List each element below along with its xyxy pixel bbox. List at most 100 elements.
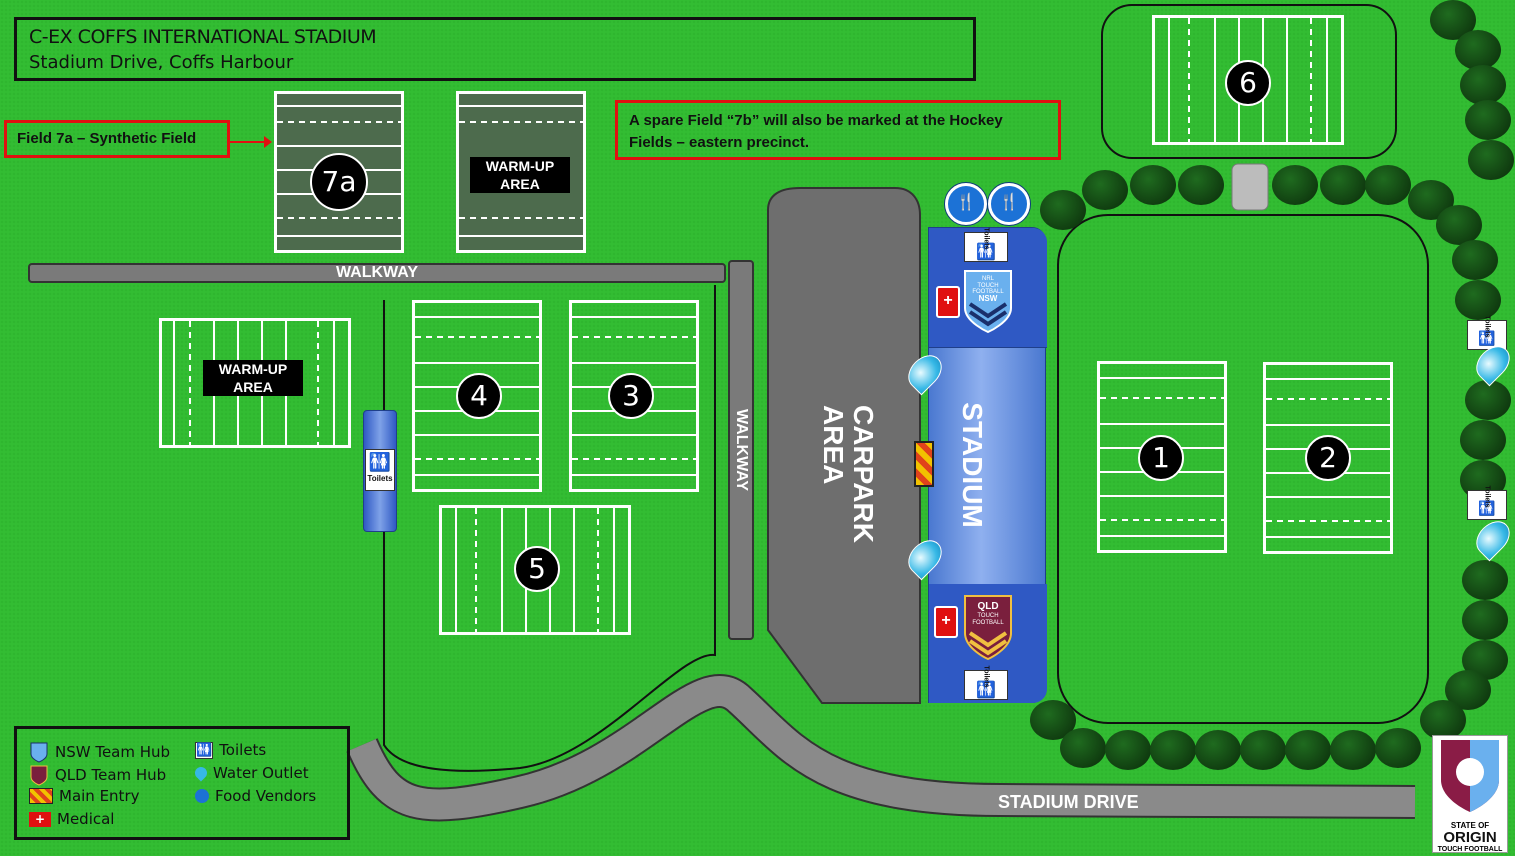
warmup-west-line1: WARM-UP: [218, 361, 288, 377]
field-2-number: 2: [1305, 435, 1351, 481]
water-drop-icon: [192, 764, 210, 782]
legend-item-food: Food Vendors: [195, 787, 316, 805]
shed: [1231, 163, 1269, 211]
field-3-number: 3: [608, 373, 654, 419]
field-6-number: 6: [1225, 60, 1271, 106]
walkway-horizontal: WALKWAY: [28, 263, 726, 283]
callout-arrow: [230, 141, 268, 143]
food-vendor-icon: [195, 789, 209, 803]
tree: [1040, 190, 1086, 230]
spare-field-callout: A spare Field “7b” will also be marked a…: [615, 100, 1061, 160]
tree: [1460, 65, 1506, 105]
callout-arrowhead: [264, 136, 272, 148]
main-entry-icon: [914, 441, 934, 487]
toilet-icon: 🚻: [1478, 500, 1496, 516]
toilet-sign-west: 🚻 Toilets: [365, 449, 395, 491]
tree: [1462, 560, 1508, 600]
legend-item-nsw: NSW Team Hub: [29, 741, 170, 763]
field-6-oval-outline: [1101, 4, 1397, 159]
page-title: C-EX COFFS INTERNATIONAL STADIUM: [29, 26, 377, 48]
nsw-shield-icon: NRL TOUCH FOOTBALL NSW: [964, 270, 1012, 334]
toilet-sign-stadium-south: Toilets 🚻: [964, 665, 1008, 700]
field-5-number: 5: [514, 546, 560, 592]
field-4-number: 4: [456, 373, 502, 419]
stadium-label: STADIUM: [957, 402, 988, 528]
warmup-north-line2: AREA: [500, 176, 540, 192]
state-of-origin-logo: STATE OF ORIGIN TOUCH FOOTBALL: [1432, 735, 1508, 853]
toilet-icon: 🚻: [1478, 330, 1496, 346]
tree: [1452, 240, 1498, 280]
carpark-label-line2: AREA: [818, 405, 849, 485]
precinct-outline: [383, 285, 716, 772]
toilet-icon: 🚻: [368, 452, 392, 472]
tree: [1465, 100, 1511, 140]
field-7a-callout: Field 7a – Synthetic Field: [4, 120, 230, 158]
tree: [1460, 420, 1506, 460]
svg-text:NSW: NSW: [979, 294, 998, 303]
venue-address: Stadium Drive, Coffs Harbour: [29, 52, 294, 73]
svg-text:NRL: NRL: [982, 276, 995, 282]
spare-field-callout-text: A spare Field “7b” will also be marked a…: [629, 112, 1003, 151]
toilet-sign-west-label: Toilets: [367, 474, 393, 483]
tree: [1455, 280, 1501, 320]
svg-text:FOOTBALL: FOOTBALL: [972, 289, 1004, 295]
toilet-block-west: 🚻 Toilets: [363, 410, 397, 532]
legend: NSW Team Hub QLD Team Hub Main Entry + M…: [14, 726, 350, 840]
warmup-label-north: WARM-UP AREA: [470, 157, 570, 193]
nsw-shield-icon: [30, 742, 48, 763]
tree: [1285, 730, 1331, 770]
tree: [1195, 730, 1241, 770]
walkway-horizontal-label: WALKWAY: [335, 264, 419, 281]
title-box: C-EX COFFS INTERNATIONAL STADIUM Stadium…: [14, 17, 976, 81]
legend-item-qld: QLD Team Hub: [29, 764, 166, 786]
svg-text:TOUCH: TOUCH: [977, 283, 998, 289]
warmup-west-line2: AREA: [233, 379, 273, 395]
field-6: [1152, 15, 1344, 145]
legend-item-toilets: 🚻 Toilets: [195, 741, 267, 759]
food-vendor-icon: 🍴: [988, 183, 1030, 225]
tree: [1455, 30, 1501, 70]
tree: [1130, 165, 1176, 205]
stadium-drive-road: [348, 676, 1416, 820]
tree: [1082, 170, 1128, 210]
field-7a-number: 7a: [310, 153, 368, 211]
carpark-label-line1: CARPARK: [848, 405, 879, 543]
field-1-number: 1: [1138, 435, 1184, 481]
walkway-vertical-label: WALKWAY: [733, 408, 750, 492]
medical-kit-icon: +: [936, 286, 960, 318]
maroon-blue-shield-icon: [1441, 740, 1499, 812]
legend-item-medical: + Medical: [29, 810, 114, 828]
tree: [1272, 165, 1318, 205]
carpark-label: CARPARK AREA: [818, 405, 879, 543]
legend-item-water: Water Outlet: [192, 764, 309, 782]
tree: [1436, 205, 1482, 245]
warmup-north-lines: [459, 105, 583, 237]
carpark-area: [767, 187, 921, 704]
medical-kit-icon: +: [934, 606, 958, 638]
warmup-label-west: WARM-UP AREA: [203, 360, 303, 396]
tree: [1465, 380, 1511, 420]
walkway-vertical: WALKWAY: [728, 260, 754, 640]
qld-shield-icon: [30, 765, 48, 786]
svg-text:FOOTBALL: FOOTBALL: [972, 620, 1004, 626]
svg-text:TOUCH: TOUCH: [977, 613, 998, 619]
main-oval-outline: [1057, 214, 1429, 724]
legend-item-entry: Main Entry: [29, 787, 140, 805]
medical-kit-icon: +: [29, 811, 51, 827]
field-7a-callout-text: Field 7a – Synthetic Field: [17, 130, 197, 147]
svg-text:QLD: QLD: [977, 601, 998, 612]
warmup-north-line1: WARM-UP: [485, 158, 555, 174]
stadium-drive-label: STADIUM DRIVE: [998, 792, 1139, 812]
tree: [1468, 140, 1514, 180]
tree: [1330, 730, 1376, 770]
tree: [1060, 728, 1106, 768]
food-vendor-icon: 🍴: [945, 183, 987, 225]
tree: [1462, 600, 1508, 640]
toilet-icon: 🚻: [976, 244, 996, 261]
tree: [1320, 165, 1366, 205]
tree: [1240, 730, 1286, 770]
tree: [1365, 165, 1411, 205]
toilet-icon: 🚻: [976, 682, 996, 699]
qld-shield-icon: QLD TOUCH FOOTBALL: [964, 595, 1012, 661]
